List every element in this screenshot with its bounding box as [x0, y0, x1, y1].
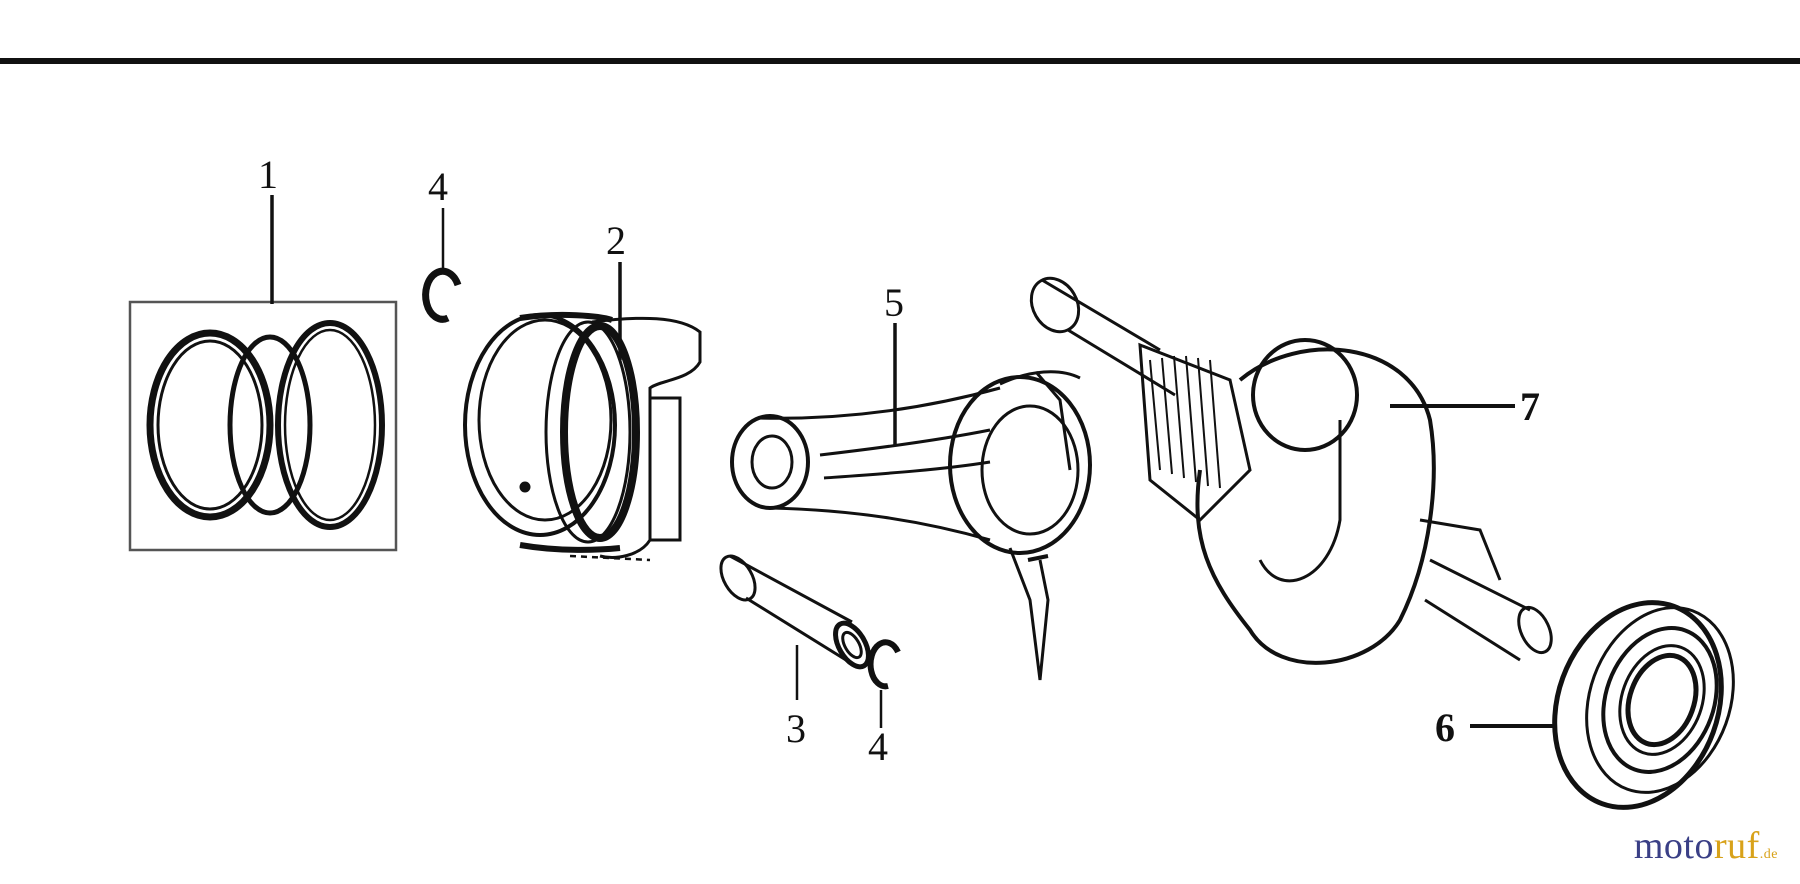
watermark-logo: motoruf.de	[1634, 824, 1778, 868]
header-rule	[0, 58, 1800, 64]
watermark-part-a: moto	[1633, 825, 1714, 867]
connecting-rod-part	[730, 370, 1092, 681]
callout-4-top: 4	[428, 164, 448, 209]
callout-7: 7	[1520, 384, 1540, 429]
piston-pin-part	[719, 554, 871, 670]
bearing-part	[1552, 600, 1735, 810]
crankshaft-part	[1029, 276, 1553, 665]
callout-3: 3	[786, 706, 806, 751]
callout-5: 5	[884, 280, 904, 325]
callout-2: 2	[606, 218, 626, 263]
callout-6: 6	[1435, 705, 1455, 750]
callout-4-bottom: 4	[868, 724, 888, 769]
circlip-top-part	[422, 267, 462, 323]
piston-rings-box	[128, 300, 398, 552]
callout-1: 1	[258, 152, 278, 197]
circlip-bottom-part	[867, 639, 901, 690]
watermark-part-b: ruf	[1713, 825, 1760, 867]
piston-rings-part	[128, 300, 398, 552]
watermark-suffix: .de	[1759, 847, 1778, 862]
piston-part	[463, 311, 702, 562]
